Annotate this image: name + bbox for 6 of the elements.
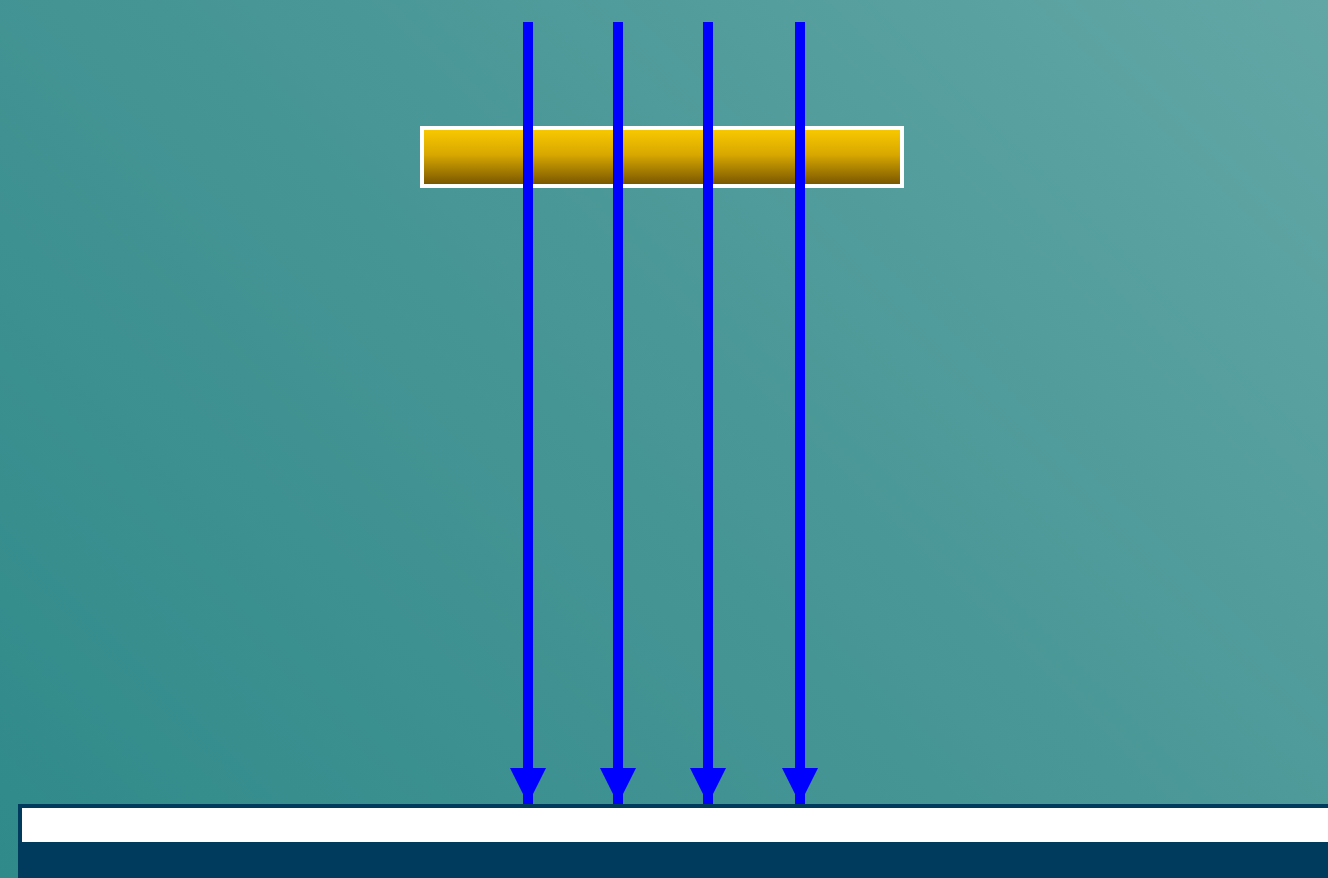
arrow bbox=[690, 22, 726, 804]
surface-plate bbox=[18, 804, 1328, 878]
arrow bbox=[510, 22, 546, 804]
arrow bbox=[782, 22, 818, 804]
arrow bbox=[600, 22, 636, 804]
filter-bar bbox=[420, 126, 904, 188]
